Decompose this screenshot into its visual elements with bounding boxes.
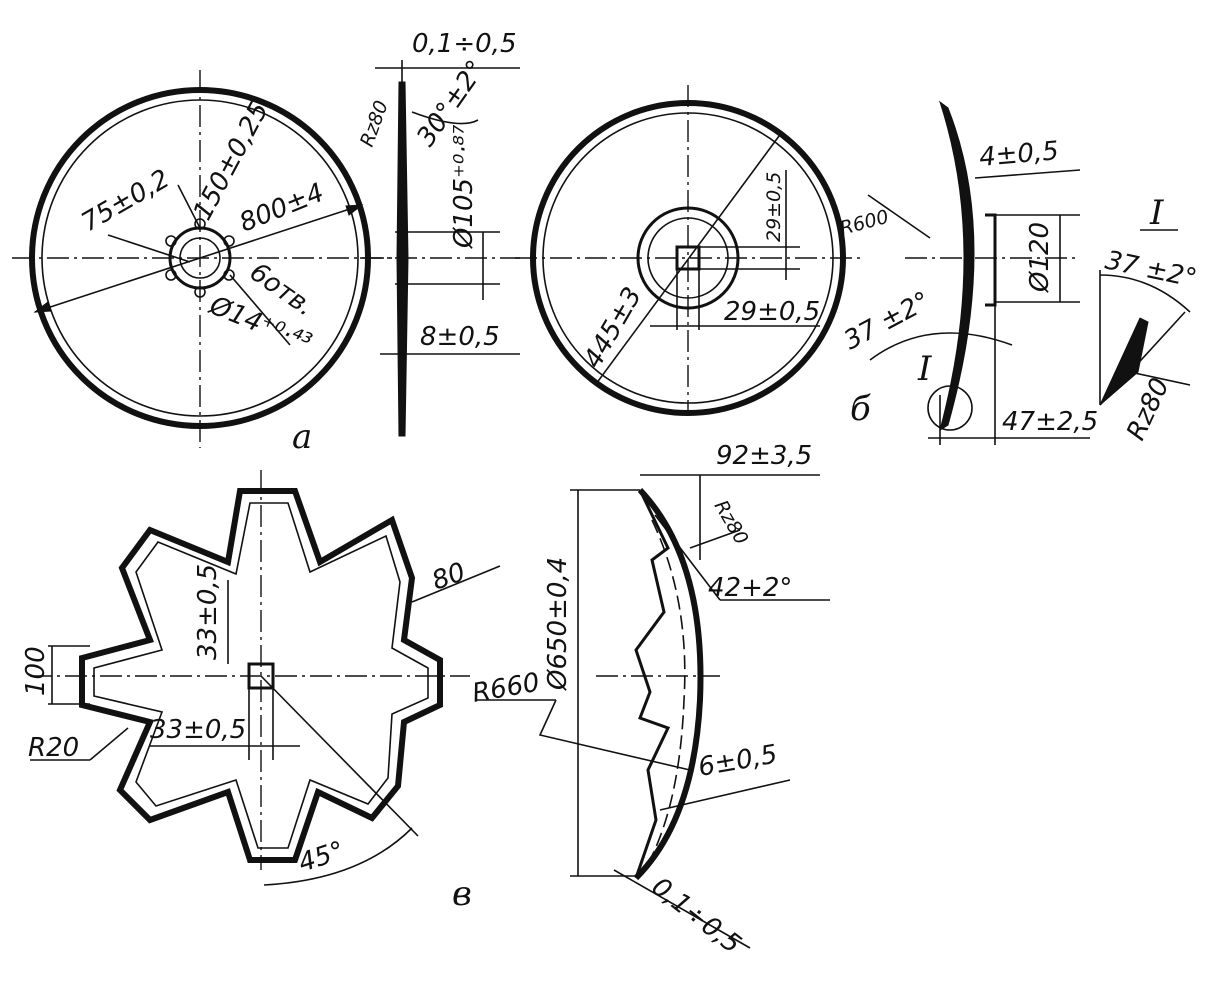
dim-33-vertical: 33±0,5 xyxy=(193,564,223,660)
disc-a-bolt-hole xyxy=(223,235,235,247)
dim-8: 8±0,5 xyxy=(420,322,500,352)
dim-29-horizontal: 29±0,5 xyxy=(724,297,820,327)
disc-c-notched-profile xyxy=(634,489,671,879)
dim-33-horizontal: 33±0,5 xyxy=(150,715,246,745)
arrow xyxy=(33,301,52,313)
dim-r20: R20 xyxy=(28,733,79,763)
dim-line-6 xyxy=(659,779,791,811)
leader-holes xyxy=(229,274,291,346)
disc-b-profile xyxy=(939,100,975,432)
dim-line-75 xyxy=(107,234,191,263)
dim-line-4 xyxy=(974,169,1081,179)
dim-tolerance-01-c: 0,1÷0,5 xyxy=(646,872,747,960)
disc-a-profile xyxy=(396,81,409,437)
detail-I-rz80: Rz80 xyxy=(1121,374,1176,445)
disc-b-hub-profile xyxy=(985,213,997,307)
dim-line-445 xyxy=(595,131,783,385)
view-a-label: а xyxy=(292,417,312,457)
arc-37 xyxy=(869,332,1013,361)
notched-disc-inner xyxy=(93,502,429,849)
dim-92: 92±3,5 xyxy=(716,441,812,471)
view-b-label: б xyxy=(850,389,871,429)
notched-disc-outline xyxy=(79,488,443,863)
detail-I-arc xyxy=(1099,274,1191,313)
dim-line-150 xyxy=(177,184,201,229)
view-a-section: 0,1÷0,5 Rz80 30°±2° Ø105⁺⁰·⁸⁷ 8±0,5 xyxy=(356,29,520,437)
detail-marker-I: I xyxy=(917,349,932,389)
dim-r600: R600 xyxy=(838,206,891,240)
leader-42 xyxy=(654,514,721,601)
view-c-section: 92±3,5 Rz80 42+2° Ø650±0,4 R660 6±0,5 0,… xyxy=(470,441,830,960)
dim-47: 47±2,5 xyxy=(1002,407,1098,437)
dim-120: Ø120 xyxy=(1025,222,1055,293)
detail-I-leader xyxy=(1129,371,1191,386)
dim-800: 800±4 xyxy=(235,178,328,239)
disc-a-bolt-hole xyxy=(165,269,177,281)
leader-r600 xyxy=(867,194,931,239)
dim-angle-42: 42+2° xyxy=(708,573,792,603)
dim-100: 100 xyxy=(21,646,51,696)
disc-c-inner-dashed xyxy=(649,519,686,861)
dim-rz80: Rz80 xyxy=(356,98,393,150)
leader-r660 xyxy=(538,699,691,771)
dim-4: 4±0,5 xyxy=(978,136,1060,173)
arrow xyxy=(345,204,364,216)
dim-tolerance-01: 0,1÷0,5 xyxy=(412,29,516,59)
disc-a-bolt-hole xyxy=(223,269,235,281)
detail-I-ref-line xyxy=(1099,311,1186,406)
detail-I-title: I xyxy=(1149,193,1164,233)
dim-105: Ø105⁺⁰·⁸⁷ xyxy=(449,124,479,249)
disc-a-bolt-hole xyxy=(165,235,177,247)
dim-line-800 xyxy=(34,204,363,313)
disc-b-hub-outer xyxy=(636,206,740,310)
dim-r660: R660 xyxy=(470,668,542,709)
detail-I-angle: 37 ±2° xyxy=(1103,246,1200,295)
leader-rz80 xyxy=(689,529,741,549)
view-c-front: 100 R20 33±0,5 33±0,5 80 45° в xyxy=(21,470,501,914)
dim-angle-37: 37 ±2° xyxy=(839,286,935,356)
arc-30 xyxy=(411,111,479,125)
ray-45 xyxy=(260,675,419,837)
leader-80 xyxy=(411,565,501,603)
dim-6: 6±0,5 xyxy=(696,740,780,783)
leader-r20 xyxy=(89,727,129,761)
detail-I-edge-profile xyxy=(1099,317,1149,406)
disc-a-bolt-hole xyxy=(194,286,206,298)
detail-circle-I xyxy=(927,385,973,431)
dim-75: 75±0,2 xyxy=(77,164,175,238)
detail-I: I 37 ±2° Rz80 xyxy=(1099,193,1200,445)
view-c-label: в xyxy=(452,874,472,914)
dim-29-vertical: 29±0,5 xyxy=(763,172,785,242)
arc-45 xyxy=(263,827,413,886)
dim-650: Ø650±0,4 xyxy=(543,557,573,691)
dim-rz80-c: Rz80 xyxy=(710,497,753,549)
dim-line-01-c xyxy=(613,869,751,949)
disc-a-bolt-hole xyxy=(194,218,206,230)
dim-80: 80 xyxy=(428,557,469,597)
view-b-section: 4±0,5 R600 Ø120 37 ±2° I 47±2,5 б xyxy=(838,100,1098,445)
view-b-front: 445±3 29±0,5 29±0,5 xyxy=(515,85,860,416)
view-a-front: 75±0,2 150±0,25 800±4 6отв. Ø14⁺⁰·⁴³ а xyxy=(12,70,395,457)
